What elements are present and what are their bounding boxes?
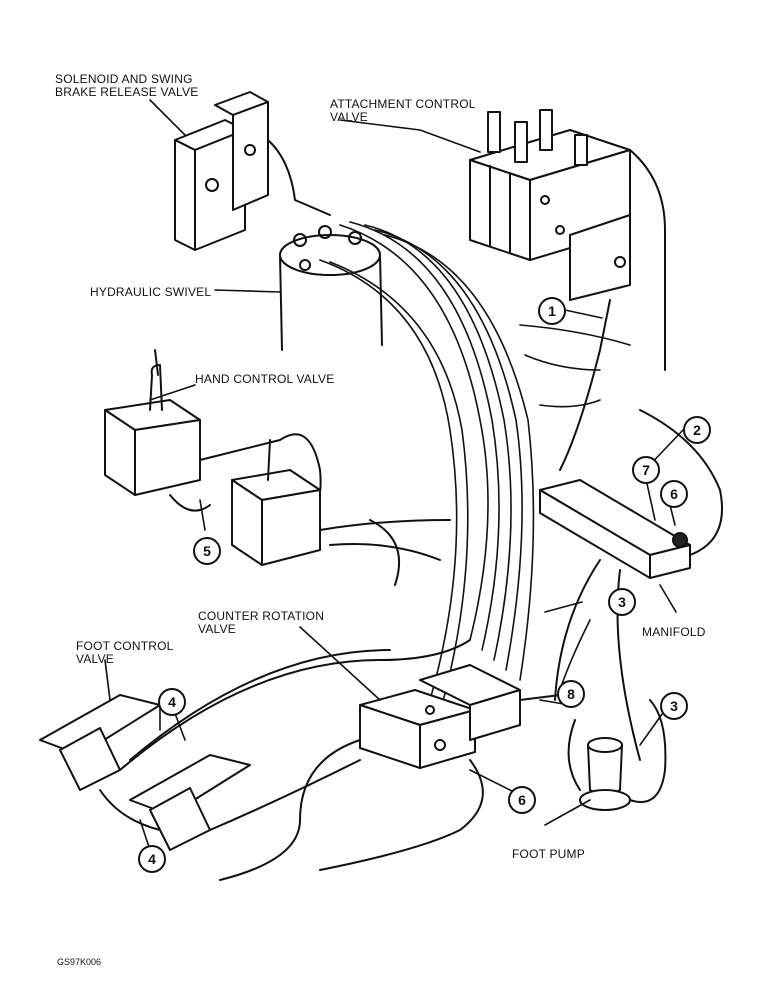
hose-bundle [319, 221, 631, 706]
foot-pump-component [567, 699, 667, 811]
callout-6-counter-rotation: 6 [508, 786, 536, 814]
solenoid-valve-label: SOLENOID AND SWING BRAKE RELEASE VALVE [55, 72, 199, 99]
callout-3-foot-pump: 3 [660, 692, 688, 720]
callout-1: 1 [538, 297, 566, 325]
counter-rotation-valve-label: COUNTER ROTATION VALVE [198, 609, 325, 636]
hydraulic-swivel-label: HYDRAULIC SWIVEL [90, 285, 212, 299]
foot-control-valve-label: FOOT CONTROL VALVE [76, 639, 174, 666]
solenoid-valve-component [174, 91, 331, 251]
attachment-control-valve-label: ATTACHMENT CONTROL VALVE [330, 97, 476, 124]
hand-control-valve-component [104, 349, 451, 586]
hand-control-valve-label: HAND CONTROL VALVE [195, 372, 335, 386]
figure-code: GS97K006 [57, 957, 102, 967]
attachment-control-valve-component [469, 109, 666, 471]
hydraulic-swivel-component [279, 225, 383, 351]
callout-3-manifold: 3 [608, 588, 636, 616]
callout-2: 2 [683, 416, 711, 444]
callout-8: 8 [557, 680, 585, 708]
manifold-component [539, 409, 723, 761]
counter-rotation-valve-component [219, 664, 561, 881]
callout-4-upper: 4 [158, 688, 186, 716]
manifold-label: MANIFOLD [642, 625, 706, 639]
callout-5: 5 [193, 537, 221, 565]
foot-pump-label: FOOT PUMP [512, 847, 585, 861]
callout-4-lower: 4 [138, 845, 166, 873]
callout-7: 7 [632, 456, 660, 484]
callout-6-manifold: 6 [660, 480, 688, 508]
foot-control-valve-component [39, 639, 471, 851]
